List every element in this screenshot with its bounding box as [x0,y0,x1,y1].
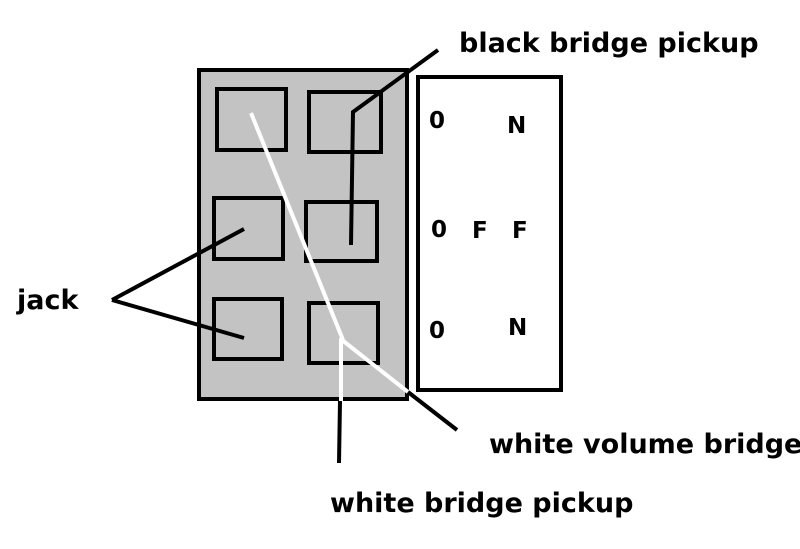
position-middle-left: 0 [431,217,448,243]
black-bridge-pickup-wire [349,48,440,246]
lug-bottom-right [307,301,380,365]
label-white-bridge-pickup: white bridge pickup [330,488,634,519]
lug-middle-right [304,200,379,263]
jack-wire-lower [111,298,245,340]
white-bridge-pickup-leader [337,400,342,464]
position-middle-right: F [512,218,528,244]
jack-wire-upper [111,227,245,302]
lug-bottom-left [212,297,284,361]
label-jack: jack [17,285,79,316]
position-top-left: 0 [429,108,446,134]
white-volume-bridge-leader [406,390,459,432]
switch-position-panel [416,75,563,392]
lug-middle-left [212,196,285,261]
label-black-bridge-pickup: black bridge pickup [459,28,759,59]
label-white-volume-bridge: white volume bridge [489,429,800,460]
white-wire-main [249,112,345,341]
position-bottom-left: 0 [429,318,446,344]
white-volume-bridge-wire [340,338,410,394]
position-middle-center: F [472,218,488,244]
position-top-right: N [507,113,527,139]
position-bottom-right: N [508,315,528,341]
